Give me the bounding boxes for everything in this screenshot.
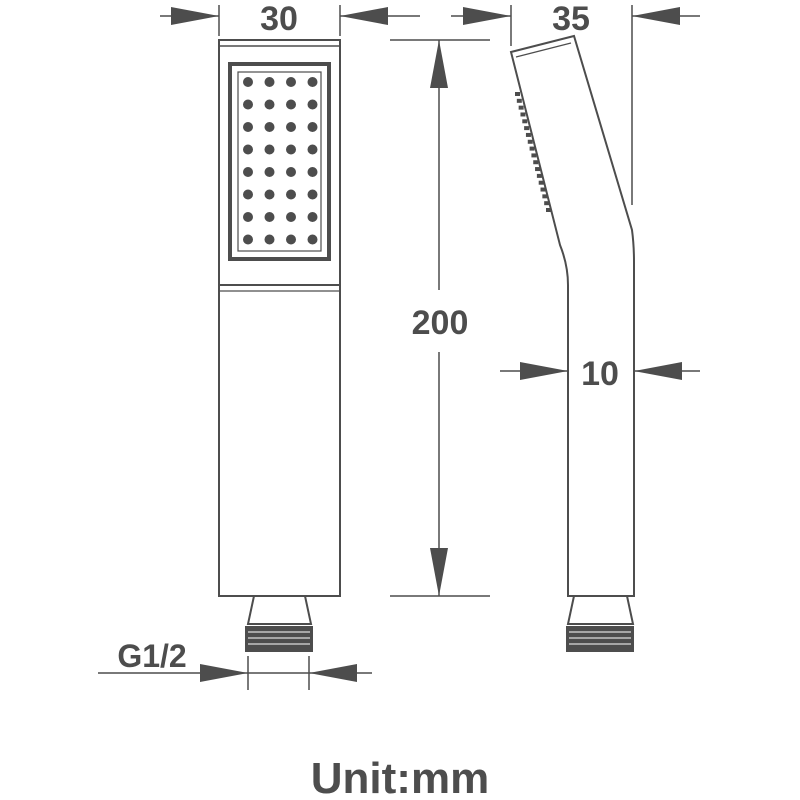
front-thread [245, 626, 313, 652]
nozzle-dot [286, 99, 296, 110]
dimension-thickness-label: 10 [581, 355, 619, 393]
side-nozzle-tick [518, 105, 524, 110]
dimension-depth-label: 35 [552, 0, 590, 38]
side-nozzle-tick [540, 187, 546, 192]
side-nozzle-tick [522, 119, 528, 124]
nozzle-dot [307, 122, 318, 132]
spray-plate-outer [228, 62, 331, 261]
nozzle-dot [264, 144, 275, 155]
nozzle-dot [243, 77, 253, 87]
unit-label: Unit:mm [311, 754, 489, 800]
side-nozzle-tick [531, 153, 537, 158]
nozzle-dot [286, 189, 296, 200]
nozzle-dot [264, 212, 275, 222]
side-nozzle-tick [536, 173, 542, 178]
nozzle-dot [307, 144, 318, 155]
nozzle-dot [243, 189, 253, 200]
front-connector-collar [246, 595, 313, 625]
dimension-height: 200 [390, 39, 490, 597]
side-nozzle-tick [516, 98, 522, 103]
dimension-height-label: 200 [412, 304, 469, 342]
dimension-thread-label: G1/2 [117, 638, 186, 674]
nozzle-dot [264, 77, 275, 87]
nozzle-dot [264, 189, 275, 200]
side-view [509, 34, 635, 652]
nozzle-dot [286, 234, 296, 245]
dimension-width-label: 30 [260, 0, 298, 38]
side-nozzle-tick [515, 92, 520, 96]
nozzle-dot [307, 212, 318, 222]
nozzle-dot [243, 122, 253, 132]
nozzle-dot [264, 122, 275, 132]
side-nozzle-tick [538, 180, 544, 185]
front-body-outline [218, 39, 341, 597]
nozzle-dot [264, 167, 275, 177]
side-nozzle-tick [546, 208, 551, 212]
dimension-thread: G1/2 [98, 638, 372, 690]
side-nozzle-row [515, 92, 551, 212]
side-nozzle-tick [535, 167, 541, 172]
side-nozzle-tick [524, 126, 530, 131]
nozzle-grid [243, 77, 318, 245]
nozzle-dot [243, 167, 253, 177]
nozzle-dot [243, 212, 253, 222]
side-body-outline [509, 34, 635, 597]
side-nozzle-tick [520, 112, 526, 117]
nozzle-dot [286, 212, 296, 222]
side-nozzle-tick [525, 132, 531, 137]
side-nozzle-tick [542, 194, 548, 199]
nozzle-dot [243, 234, 253, 245]
side-nozzle-tick [527, 139, 533, 144]
side-nozzle-tick [544, 201, 550, 206]
nozzle-dot [286, 77, 296, 87]
nozzle-dot [243, 144, 253, 155]
nozzle-dot [286, 167, 296, 177]
nozzle-dot [286, 122, 296, 132]
nozzle-dot [286, 144, 296, 155]
nozzle-dot [307, 167, 318, 177]
front-view [218, 39, 341, 652]
dimension-depth: 35 [451, 0, 700, 205]
nozzle-dot [307, 99, 318, 110]
nozzle-dot [264, 99, 275, 110]
side-thread [566, 626, 634, 652]
side-connector-collar [566, 595, 635, 625]
dimension-thickness: 10 [500, 355, 700, 393]
nozzle-dot [307, 77, 318, 87]
nozzle-dot [243, 99, 253, 110]
dimension-width: 30 [160, 0, 420, 38]
side-nozzle-tick [529, 146, 535, 151]
side-top-edge [515, 42, 572, 58]
side-nozzle-tick [533, 160, 539, 165]
spray-plate-inner [237, 71, 322, 252]
nozzle-dot [264, 234, 275, 245]
nozzle-dot [307, 189, 318, 200]
nozzle-dot [307, 234, 318, 245]
